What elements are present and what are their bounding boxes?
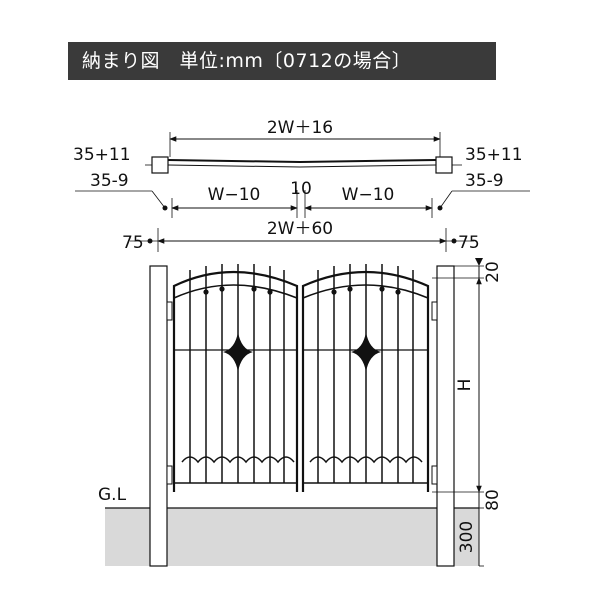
diagram-title: 納まり図 単位:mm〔0712の場合〕 xyxy=(82,50,412,72)
dim-dot xyxy=(451,238,457,244)
left-post-top-label: 35+11 xyxy=(73,145,131,165)
overall-width-label: 2W＋60 xyxy=(267,219,333,239)
bottom-clearance-label: 80 xyxy=(483,489,503,511)
right-offset-label: 75 xyxy=(458,233,480,253)
title-bar: 納まり図 単位:mm〔0712の場合〕 xyxy=(68,42,496,80)
dim-arrow xyxy=(475,258,483,266)
top-width-label: 2W＋16 xyxy=(267,118,333,138)
dim-dot xyxy=(147,238,153,244)
right-post-top-label: 35+11 xyxy=(465,145,523,165)
plan-view xyxy=(151,156,453,174)
leader-line xyxy=(151,190,166,209)
right-post xyxy=(436,265,455,567)
top-clearance-label: 20 xyxy=(483,261,503,283)
ground-level-label: G.L xyxy=(98,485,127,505)
right-gate-leaf xyxy=(301,264,430,492)
height-label: H xyxy=(455,379,475,392)
right-post-bottom-label: 35-9 xyxy=(465,171,504,191)
embed-depth-label: 300 xyxy=(457,521,477,553)
hinges xyxy=(166,301,438,485)
center-gap-label: 10 xyxy=(290,179,312,199)
left-leaf-label: W−10 xyxy=(208,185,261,205)
left-offset-label: 75 xyxy=(122,233,144,253)
dim-dot xyxy=(437,205,443,211)
dim-dot xyxy=(162,205,168,211)
left-post xyxy=(149,265,168,567)
right-leaf-label: W−10 xyxy=(342,185,395,205)
left-post-bottom-label: 35-9 xyxy=(90,171,129,191)
left-gate-leaf xyxy=(172,264,299,492)
leader-line xyxy=(439,190,453,209)
